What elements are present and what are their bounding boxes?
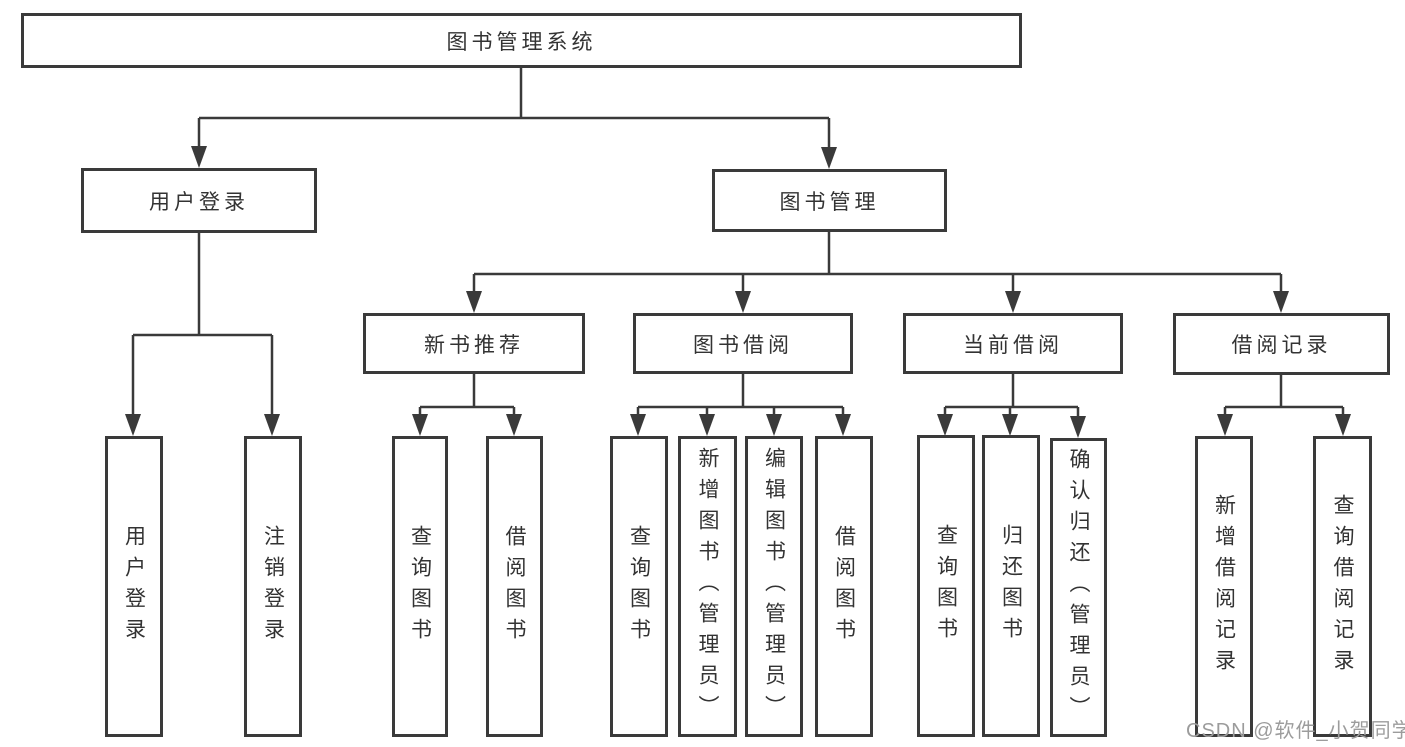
leaf-return-books: 归还图书: [982, 435, 1040, 737]
csdn-watermark: CSDN @软件_小贺同学: [1186, 720, 1405, 742]
leaf-query-books-borrowing: 查询图书: [610, 436, 668, 737]
leaf-borrow-books-borrowing: 借阅图书: [815, 436, 873, 737]
leaf-query-borrow-record: 查询借阅记录: [1313, 436, 1372, 737]
leaf-add-books-admin: 新增图书（管理员）: [678, 436, 737, 737]
leaf-user-login: 用户登录: [105, 436, 163, 737]
node-book-borrowing: 图书借阅: [633, 313, 853, 374]
leaf-query-books-current: 查询图书: [917, 435, 975, 737]
leaf-edit-books-admin: 编辑图书（管理员）: [745, 436, 803, 737]
node-current-borrowing: 当前借阅: [903, 313, 1123, 374]
leaf-logout: 注销登录: [244, 436, 302, 737]
leaf-borrow-books-recommend: 借阅图书: [486, 436, 543, 737]
leaf-add-borrow-record: 新增借阅记录: [1195, 436, 1253, 737]
node-user-login: 用户登录: [81, 168, 317, 233]
node-library-management-system: 图书管理系统: [21, 13, 1022, 68]
node-new-book-recommendation: 新书推荐: [363, 313, 585, 374]
leaf-query-books-recommend: 查询图书: [392, 436, 448, 737]
node-book-management: 图书管理: [712, 169, 947, 232]
node-borrowing-records: 借阅记录: [1173, 313, 1390, 375]
leaf-confirm-return-admin: 确认归还（管理员）: [1050, 438, 1107, 737]
